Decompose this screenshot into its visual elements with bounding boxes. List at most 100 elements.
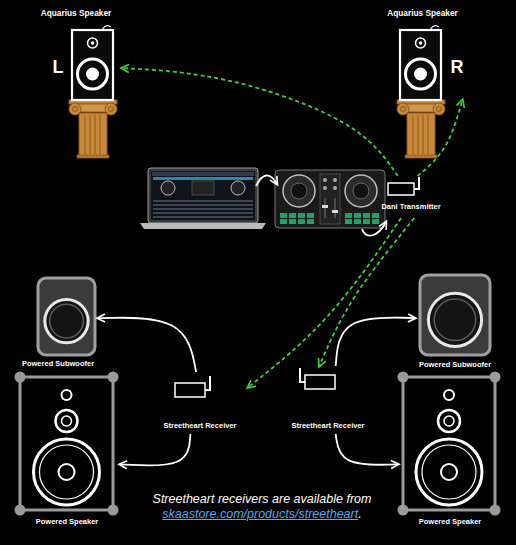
- node-label: Aquarius Speaker: [360, 9, 485, 19]
- corner-cap: [108, 505, 119, 516]
- tweeter: [62, 390, 72, 400]
- knob: [323, 178, 327, 182]
- track-row: [153, 208, 253, 210]
- fader-cap: [332, 210, 338, 213]
- woofer-cone: [40, 445, 94, 499]
- pad: [354, 219, 361, 224]
- tweeter: [88, 38, 98, 48]
- speaker-cabinet: [20, 377, 113, 510]
- node-label: Streetheart Receiver: [137, 422, 263, 431]
- deck: [231, 181, 245, 195]
- woofer: [78, 59, 108, 89]
- tweeter-dome: [419, 41, 423, 45]
- channel-letter: L: [49, 57, 67, 78]
- track-row: [153, 212, 253, 214]
- corner-cap: [490, 505, 501, 516]
- mixer-strip: [320, 174, 340, 224]
- node-label: Aquarius Speaker: [15, 9, 137, 19]
- woofer-dome: [86, 68, 99, 81]
- screen-bar: [152, 172, 254, 176]
- corner-cap: [108, 372, 119, 383]
- pad: [307, 213, 314, 218]
- flow-arrow: [362, 222, 386, 236]
- pad: [280, 213, 287, 218]
- pad: [280, 219, 287, 224]
- fader-cap: [322, 205, 328, 208]
- wireless-link: [122, 68, 398, 176]
- caption: Streetheart receivers are available from…: [124, 492, 400, 522]
- woofer: [428, 293, 481, 346]
- channel-letter: R: [448, 57, 466, 78]
- audio-cable: [120, 434, 190, 466]
- speaker-cabinet: [400, 30, 441, 100]
- jog-wheel: [283, 175, 315, 207]
- node-outline: [415, 274, 495, 372]
- dj-controller: [275, 170, 385, 228]
- wireless-speaker: Aquarius SpeakerR: [375, 6, 470, 100]
- node-label: Powered Speaker: [0, 518, 135, 527]
- pad: [298, 219, 305, 224]
- caption-text: Streetheart receivers are available from: [153, 492, 372, 506]
- woofer: [406, 59, 436, 89]
- node-label: Powered Speaker: [383, 518, 516, 527]
- flow-arrow: [256, 175, 277, 186]
- woofer-dome: [441, 464, 457, 480]
- node-label: Dani Transmitter: [363, 203, 459, 212]
- pad: [363, 213, 370, 218]
- midrange-dome: [62, 416, 72, 426]
- receiver-body: [175, 383, 205, 397]
- knob: [323, 186, 327, 190]
- track-row: [153, 200, 253, 202]
- knob: [333, 178, 337, 182]
- knob: [333, 186, 337, 190]
- wireless-link: [319, 218, 414, 366]
- screen-mixer: [192, 181, 214, 195]
- pad: [372, 219, 379, 224]
- subwoofer: Powered Subwoofer: [415, 274, 495, 372]
- tweeter-dome: [91, 41, 95, 45]
- node-label: Streetheart Receiver: [265, 422, 391, 431]
- receiver: Streetheart Receiver: [152, 372, 248, 434]
- pad: [345, 219, 352, 224]
- node-outline: [398, 372, 502, 534]
- deck: [161, 181, 175, 195]
- midrange-dome: [444, 416, 454, 426]
- jog-wheel: [345, 175, 377, 207]
- audio-cable: [336, 318, 415, 366]
- transmitter-body: [388, 183, 414, 195]
- pad: [298, 213, 305, 218]
- track-row: [153, 204, 253, 206]
- node-outline: [375, 6, 470, 100]
- node-outline: [378, 176, 444, 218]
- laptop-lid: [148, 168, 258, 223]
- caption-text: .: [358, 507, 361, 521]
- pedestal: [69, 100, 117, 158]
- jog-center: [353, 183, 369, 199]
- transmitter: Dani Transmitter: [378, 176, 444, 218]
- tweeter: [444, 390, 454, 400]
- node-outline: [18, 276, 98, 372]
- pad: [289, 219, 296, 224]
- speaker-cabinet: [72, 30, 113, 100]
- woofer-dome: [59, 464, 75, 480]
- pad: [289, 213, 296, 218]
- subwoofer-cabinet: [38, 278, 95, 355]
- powered-speaker: Powered Speaker: [14, 372, 120, 534]
- antenna: [300, 368, 305, 382]
- node-outline: [14, 372, 120, 534]
- subwoofer: Powered Subwoofer: [18, 276, 98, 372]
- midrange: [438, 410, 460, 432]
- woofer-cone: [434, 299, 475, 340]
- waveform: [153, 177, 253, 180]
- woofer: [34, 439, 100, 505]
- pad: [345, 213, 352, 218]
- track-row: [153, 216, 253, 218]
- pad: [354, 213, 361, 218]
- woofer: [416, 439, 482, 505]
- wireless-speaker: Aquarius SpeakerL: [30, 6, 122, 100]
- powered-speaker: Powered Speaker: [398, 372, 502, 534]
- woofer: [45, 299, 88, 342]
- antenna: [205, 376, 210, 390]
- midrange: [56, 410, 78, 432]
